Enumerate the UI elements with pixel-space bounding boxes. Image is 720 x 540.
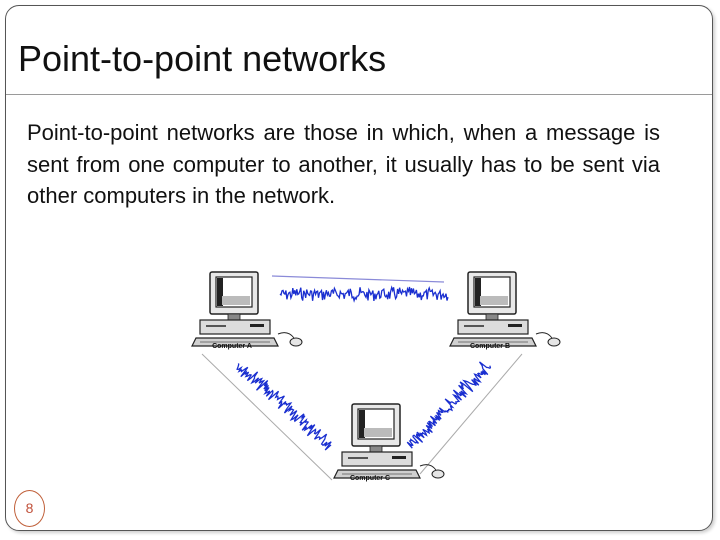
link-line-a-c [201, 353, 333, 481]
body-paragraph: Point-to-point networks are those in whi… [27, 120, 660, 208]
slide-title: Point-to-point networks [18, 38, 387, 79]
computer-a-label: Computer A [212, 343, 252, 350]
link-line-b-c [419, 353, 523, 475]
computer-c-icon [333, 403, 445, 479]
computer-c-label: Computer C [350, 475, 390, 482]
network-diagram: Computer A Computer B Computer C [191, 271, 561, 482]
computer-b-label: Computer B [470, 343, 510, 350]
signal-b-c [406, 361, 492, 449]
signal-a-b [279, 285, 449, 303]
title-divider [6, 94, 712, 95]
slide-frame [5, 5, 713, 531]
signal-a-c [236, 363, 332, 451]
computer-a-icon [191, 271, 303, 347]
page-number-badge [14, 490, 45, 527]
link-line-a-b [271, 275, 445, 283]
page-number: 8 [25, 500, 34, 516]
computer-b-icon [449, 271, 561, 347]
